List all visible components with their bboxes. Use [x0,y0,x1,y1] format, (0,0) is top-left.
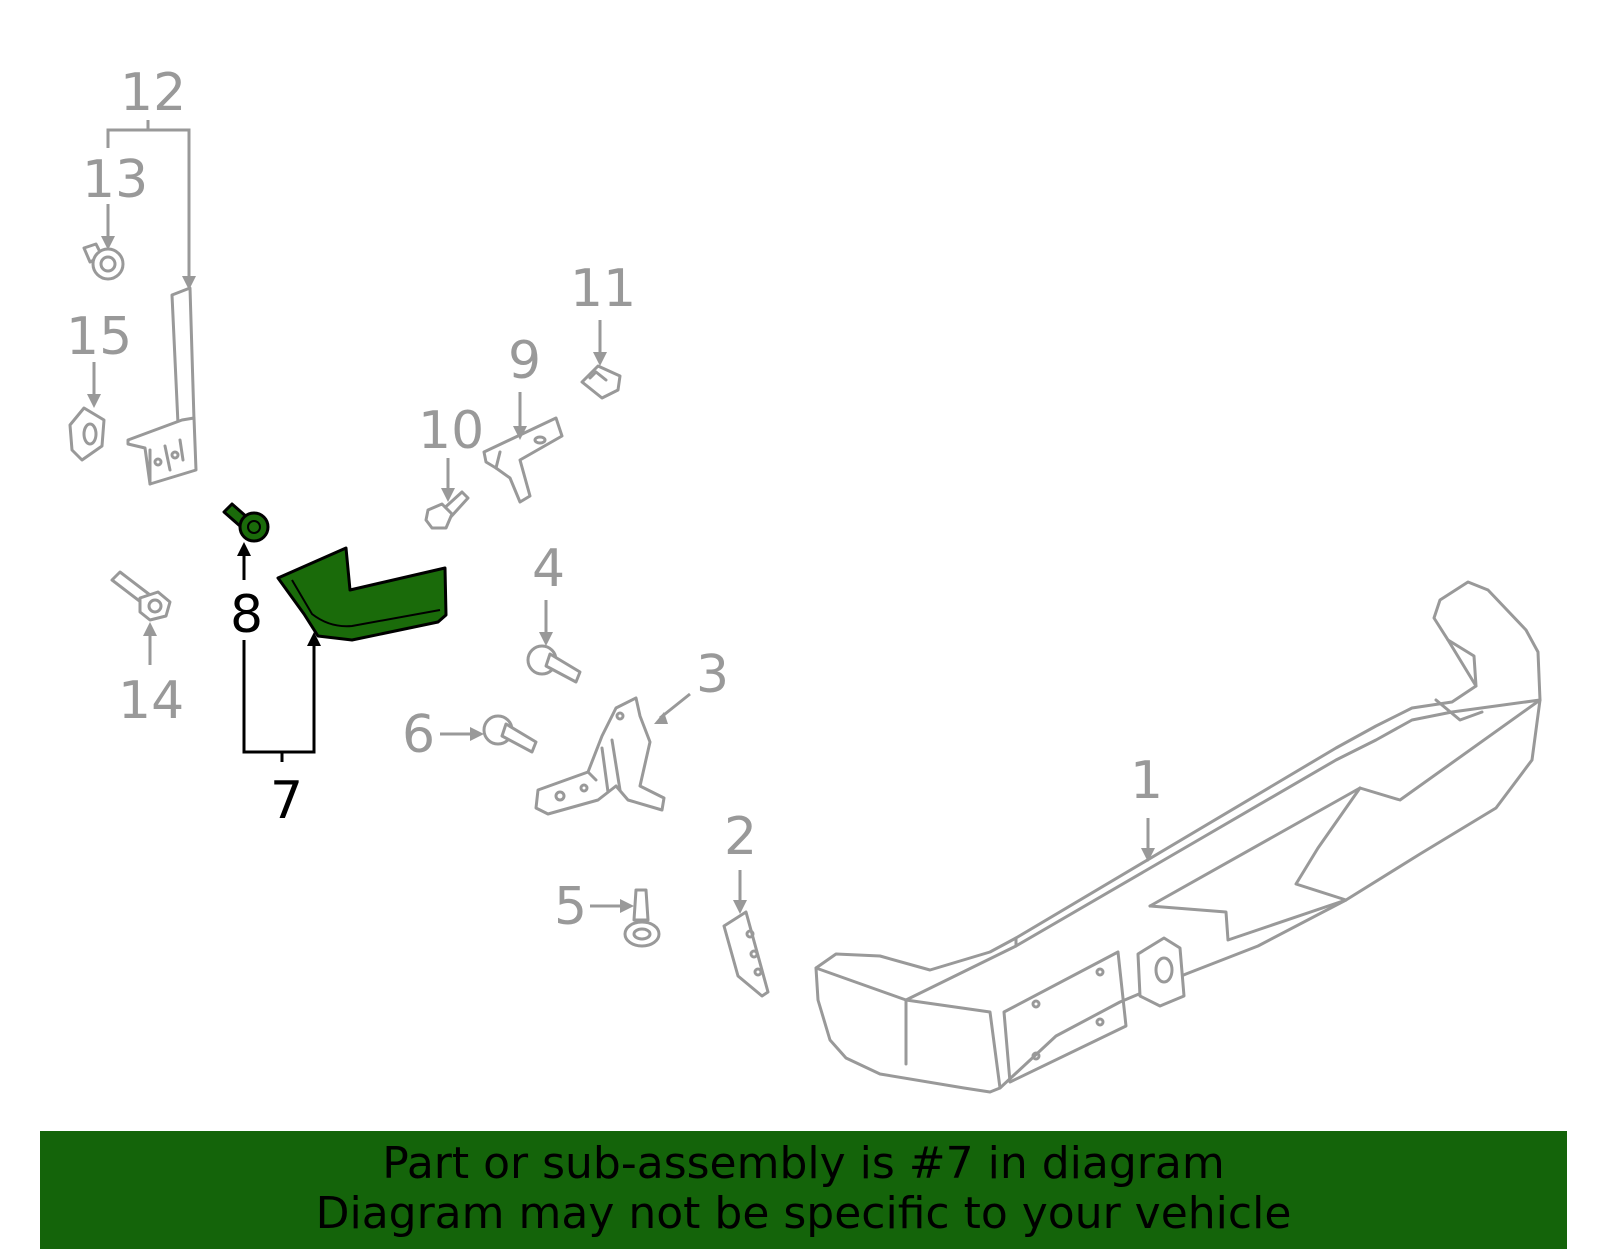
callout-6: 6 [402,705,435,765]
part-3-bracket [534,696,666,816]
callout-4: 4 [532,539,565,599]
part-2-plate [722,910,770,998]
info-banner: Part or sub-assembly is #7 in diagram Di… [40,1131,1567,1249]
callout-7: 7 [270,771,303,831]
leader-15 [87,362,101,408]
leader-3 [654,692,691,724]
leader-2 [733,870,747,914]
leader-14 [143,622,157,665]
part-10-bolt [424,490,470,530]
leader-4 [539,600,553,646]
banner-line-part-number: Part or sub-assembly is #7 in diagram [382,1138,1225,1189]
callout-10: 10 [418,401,484,461]
callout-3: 3 [696,645,729,705]
leader-11 [593,320,607,366]
part-8-bolt [222,502,270,543]
leader-1 [1141,818,1155,862]
callout-1: 1 [1130,751,1163,811]
part-12-bracket [126,286,198,486]
callout-9: 9 [508,331,541,391]
leader-9 [513,392,527,440]
part-7-end-cap [276,546,448,642]
leader-8 [237,542,251,580]
callout-5: 5 [554,877,587,937]
leader-13 [101,204,115,250]
callout-12: 12 [120,63,186,123]
parts-diagram: 12 13 15 14 8 [66,63,1542,1094]
leader-5 [590,899,634,913]
part-5-stud [623,888,661,948]
part-9-bracket [482,416,564,504]
callout-11: 11 [570,259,636,319]
part-1-bumper [814,580,1542,1094]
callout-13: 13 [82,150,148,210]
leader-10 [441,458,455,502]
callout-2: 2 [724,807,757,867]
part-14-bolt [110,570,172,622]
part-13-bolt [82,242,125,281]
part-15-clip [68,406,106,462]
leader-6 [440,727,484,741]
part-11-clip [580,364,622,400]
callout-8: 8 [230,585,263,645]
leader-12 [106,120,196,290]
part-4-bolt [526,644,582,684]
part-6-bolt [482,714,538,754]
callout-15: 15 [66,307,132,367]
banner-line-disclaimer: Diagram may not be specific to your vehi… [315,1188,1292,1239]
leader-7 [242,632,321,762]
callout-14: 14 [118,671,184,731]
